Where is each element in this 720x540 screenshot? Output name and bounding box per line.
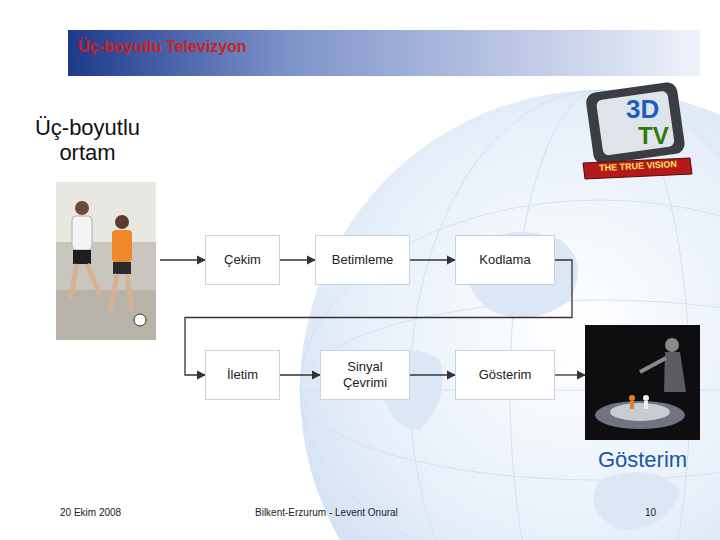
display-photo xyxy=(585,325,700,440)
flow-arrow xyxy=(280,374,320,375)
flow-arrow xyxy=(555,374,585,375)
scene-photo: Üç-boyutlu ortam xyxy=(15,115,160,340)
flow-arrow xyxy=(410,374,455,375)
tv-logo xyxy=(583,81,692,179)
footer-author: Bilkent-Erzurum - Levent Onural xyxy=(255,507,398,518)
process-label: Kodlama xyxy=(479,252,530,268)
flow-arrow xyxy=(160,259,205,260)
process-box: Gösterim xyxy=(455,350,555,400)
process-label: İletim xyxy=(227,367,258,383)
process-label: Çekim xyxy=(224,252,261,268)
process-box: Sinyal Çevrimi xyxy=(320,350,410,400)
flow-arrow xyxy=(280,259,315,260)
title-bar xyxy=(68,30,700,76)
display-photo-node: Gösterim xyxy=(585,325,700,475)
process-box: Betimleme xyxy=(315,235,410,285)
players-photo xyxy=(56,182,156,340)
photo-heading: Üç-boyutlu ortam xyxy=(15,115,160,166)
process-box: Kodlama xyxy=(455,235,555,285)
process-box: Çekim xyxy=(205,235,280,285)
globe-grid xyxy=(300,90,720,540)
process-label: Sinyal Çevrimi xyxy=(328,359,402,392)
logo-text: 3D xyxy=(626,94,659,125)
flow-arrow xyxy=(410,259,455,260)
process-label: Gösterim xyxy=(479,367,532,383)
process-label: Betimleme xyxy=(332,252,393,268)
process-box: İletim xyxy=(205,350,280,400)
footer-date: 20 Ekim 2008 xyxy=(60,507,121,518)
globe xyxy=(300,90,720,540)
logo-text: TV xyxy=(638,122,669,150)
photo-heading: Gösterim xyxy=(585,447,700,472)
page-number: 10 xyxy=(645,507,656,518)
slide-title: Üç-boyutlu Televizyon xyxy=(78,38,247,56)
